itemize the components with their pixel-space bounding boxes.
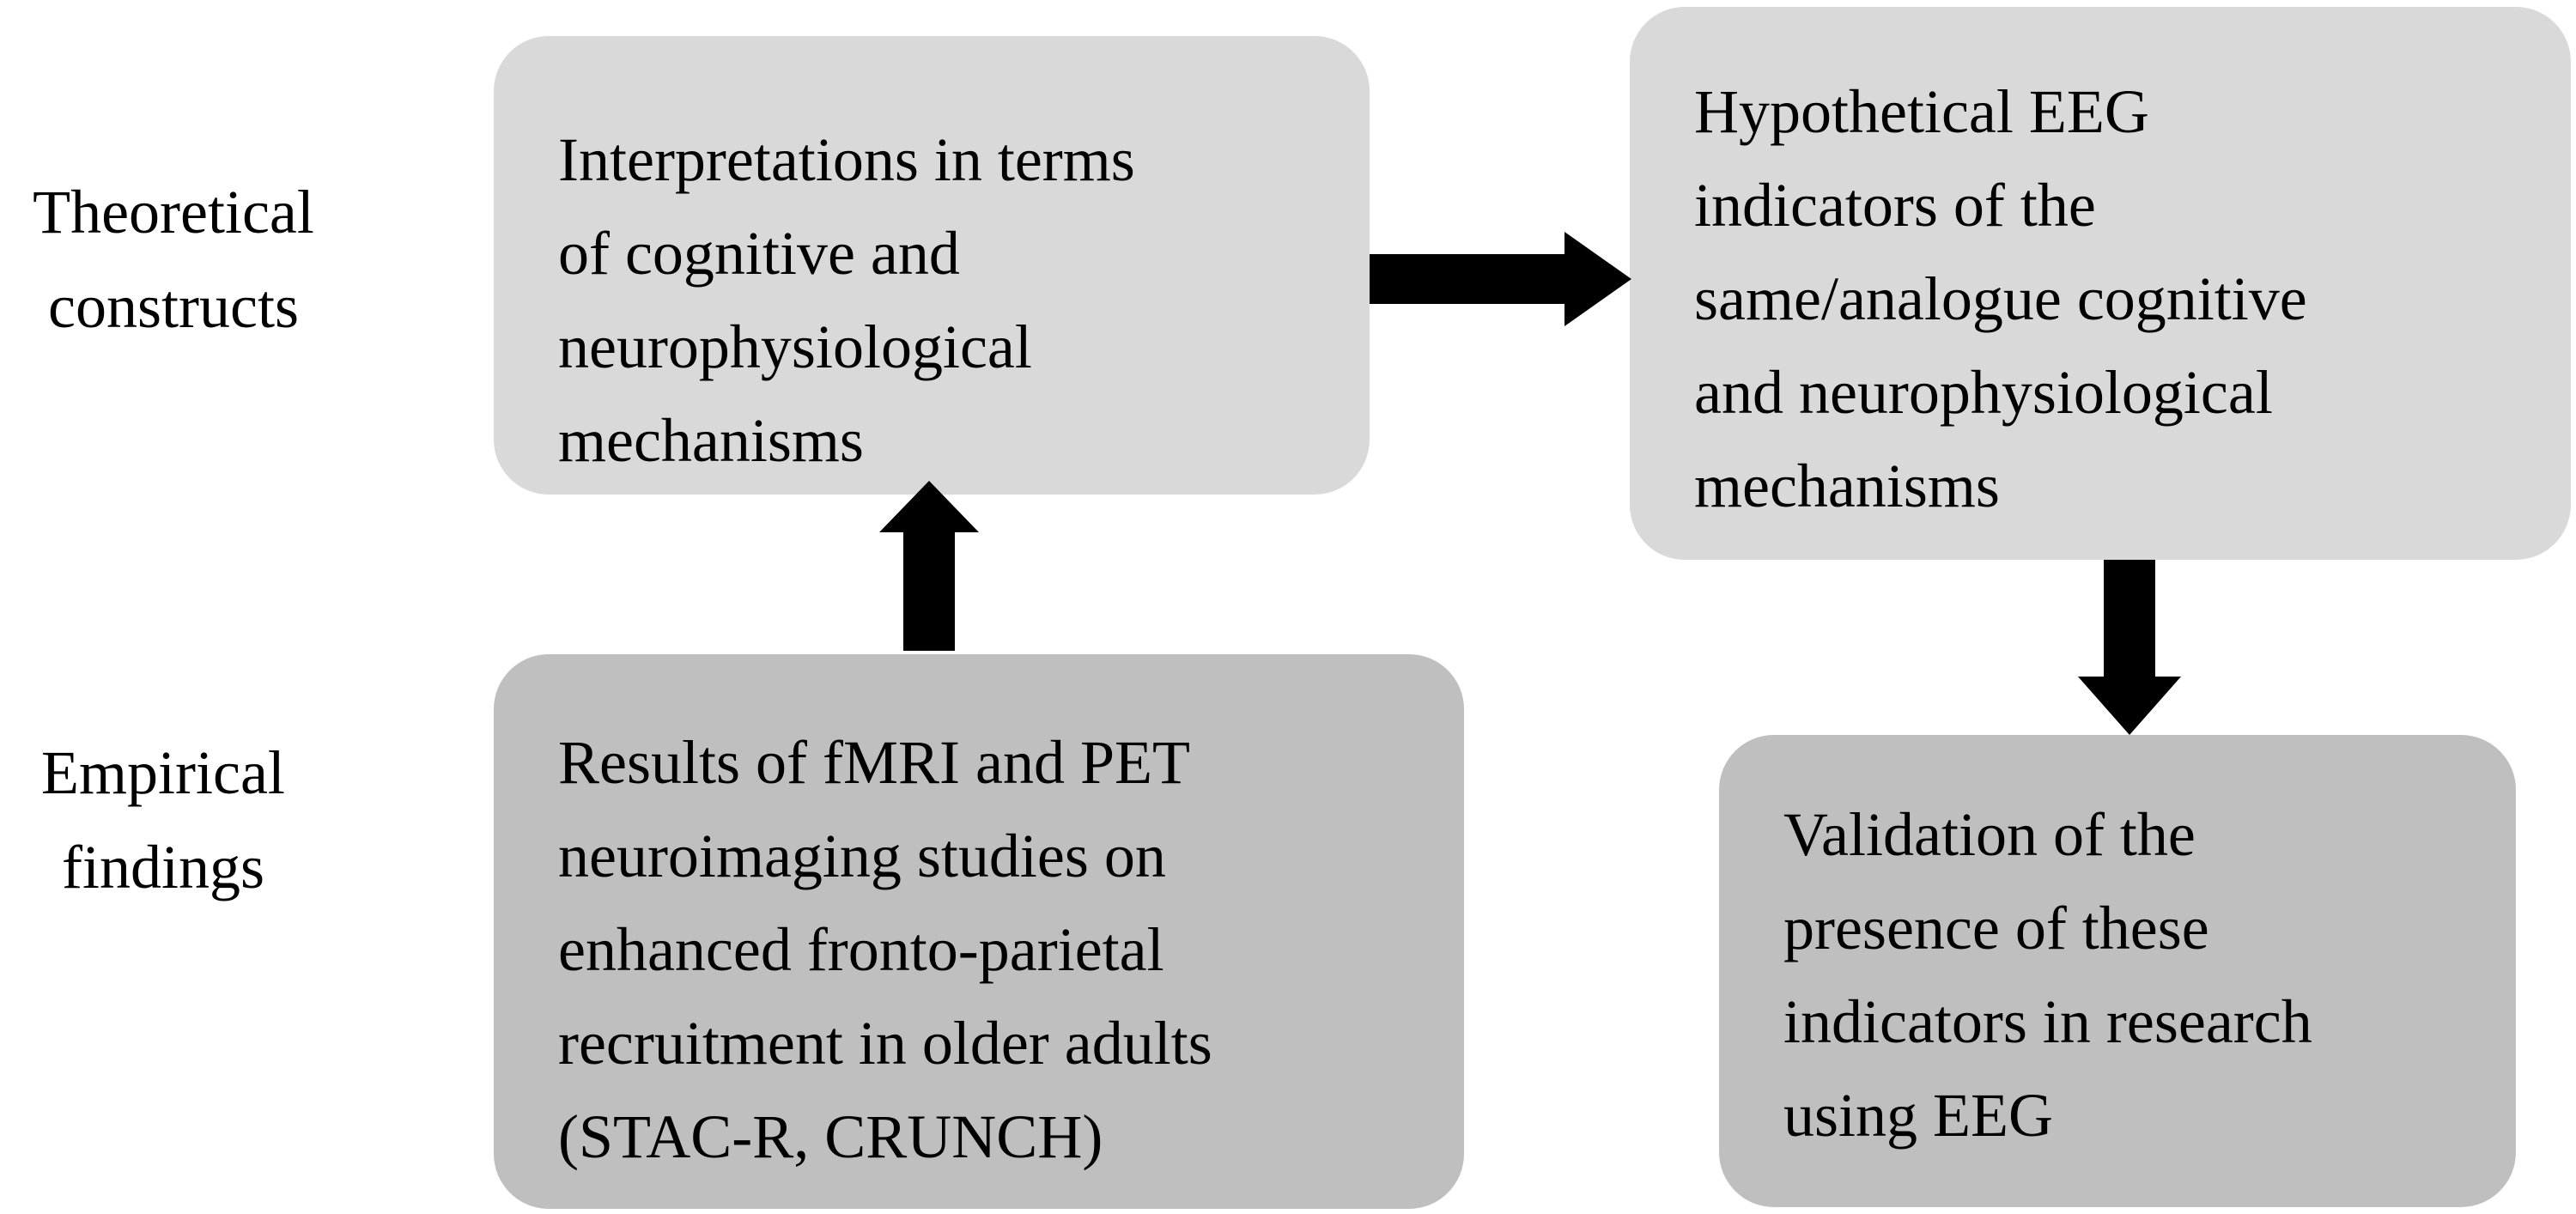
row-label-theoretical-constructs: Theoretical constructs <box>0 165 347 354</box>
box-text-line: mechanisms <box>558 406 864 475</box>
box-text-line: and neurophysiological <box>1694 358 2273 427</box>
box-text-line: presence of these <box>1783 894 2209 962</box>
arrow-up-results-to-interpretations <box>879 481 979 651</box>
box-text-line: using EEG <box>1783 1081 2053 1150</box>
box-text-line: indicators of the <box>1694 171 2096 240</box>
box-text-line: Results of fMRI and PET <box>558 728 1190 797</box>
box-text-line: neurophysiological <box>558 313 1032 381</box>
box-text-line: Hypothetical EEG <box>1694 77 2149 146</box>
box-text-line: Validation of the <box>1783 800 2196 869</box>
box-interpretations: Interpretations in terms of cognitive an… <box>494 36 1370 495</box>
box-text-line: indicators in research <box>1783 987 2312 1056</box>
box-eeg-indicators: Hypothetical EEG indicators of the same/… <box>1630 7 2571 560</box>
row-label-empirical-findings: Empirical findings <box>0 725 326 914</box>
box-text-line: neuroimaging studies on <box>558 822 1166 890</box>
box-text-line: enhanced fronto-parietal <box>558 915 1164 984</box>
box-text-line: of cognitive and <box>558 219 960 288</box>
box-text-line: mechanisms <box>1694 452 2000 520</box>
row-label-line: constructs <box>48 272 299 341</box>
row-label-line: findings <box>61 833 264 901</box>
arrow-right-interpretations-to-eeg-indicators <box>1370 232 1631 326</box>
box-results: Results of fMRI and PET neuroimaging stu… <box>494 654 1464 1209</box>
box-validation: Validation of the presence of these indi… <box>1719 735 2516 1207</box>
box-text-line: Interpretations in terms <box>558 125 1135 194</box>
arrow-down-eeg-indicators-to-validation <box>2078 560 2181 735</box>
row-label-line: Empirical <box>41 738 285 807</box>
row-label-line: Theoretical <box>33 178 314 246</box>
box-text-line: same/analogue cognitive <box>1694 264 2307 333</box>
box-text-line: (STAC-R, CRUNCH) <box>558 1102 1103 1171</box>
box-text-line: recruitment in older adults <box>558 1009 1212 1077</box>
